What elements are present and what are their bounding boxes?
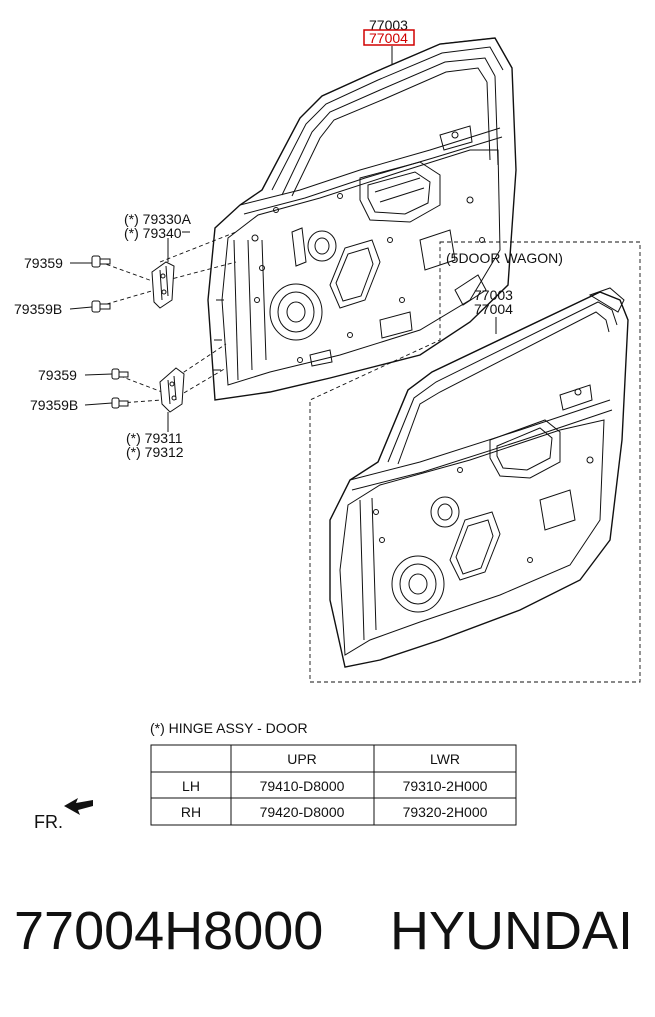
callout-wagon-77003: 77003: [474, 287, 513, 303]
callout-79359-upper: 79359: [24, 255, 63, 271]
brand-name: HYUNDAI: [390, 901, 634, 961]
bolt-icon: [91, 255, 111, 268]
wagon-title: (5DOOR WAGON): [446, 250, 563, 266]
callout-79359b-lower: 79359B: [30, 397, 78, 413]
wagon-door-panel: [329, 287, 629, 668]
table-cell-lh-upr: 79410-D8000: [260, 778, 345, 794]
callout-77003: 77003: [369, 17, 408, 33]
callout-79330a: (*) 79330A: [124, 211, 192, 227]
callout-79340: (*) 79340: [124, 225, 182, 241]
callout-77004-highlighted: 77004: [369, 30, 408, 46]
lower-hinge: [159, 367, 185, 413]
bolt-icons: [91, 255, 129, 409]
hinge-table-note: (*) HINGE ASSY - DOOR: [150, 720, 308, 736]
callout-leaders: [69, 231, 190, 432]
table-header-lwr: LWR: [430, 751, 460, 767]
table-cell-rh: RH: [181, 804, 201, 820]
parts-diagram: 77003 77004 (*) 79330A (*) 79340 79359 7…: [14, 17, 641, 832]
table-cell-rh-lwr: 79320-2H000: [403, 804, 488, 820]
upper-hinge: [151, 261, 175, 309]
bolt-icon: [91, 300, 111, 313]
highlight-box: [363, 29, 415, 46]
main-door-panel: [207, 37, 517, 401]
hinge-table: [150, 744, 517, 826]
table-header-upr: UPR: [287, 751, 317, 767]
caption: 77004H8000 HYUNDAI: [0, 900, 655, 980]
callout-79312: (*) 79312: [126, 444, 184, 460]
callout-79359b-upper: 79359B: [14, 301, 62, 317]
table-cell-rh-upr: 79420-D8000: [260, 804, 345, 820]
table-cell-lh: LH: [182, 778, 200, 794]
front-arrow-icon: [64, 798, 93, 815]
table-cell-lh-lwr: 79310-2H000: [403, 778, 488, 794]
callout-79311: (*) 79311: [126, 430, 183, 446]
front-indicator-label: FR.: [34, 812, 63, 832]
part-number: 77004H8000: [14, 901, 324, 961]
wagon-dashed-frame: [309, 241, 641, 683]
callout-79359-lower: 79359: [38, 367, 77, 383]
callout-wagon-77004: 77004: [474, 301, 513, 317]
